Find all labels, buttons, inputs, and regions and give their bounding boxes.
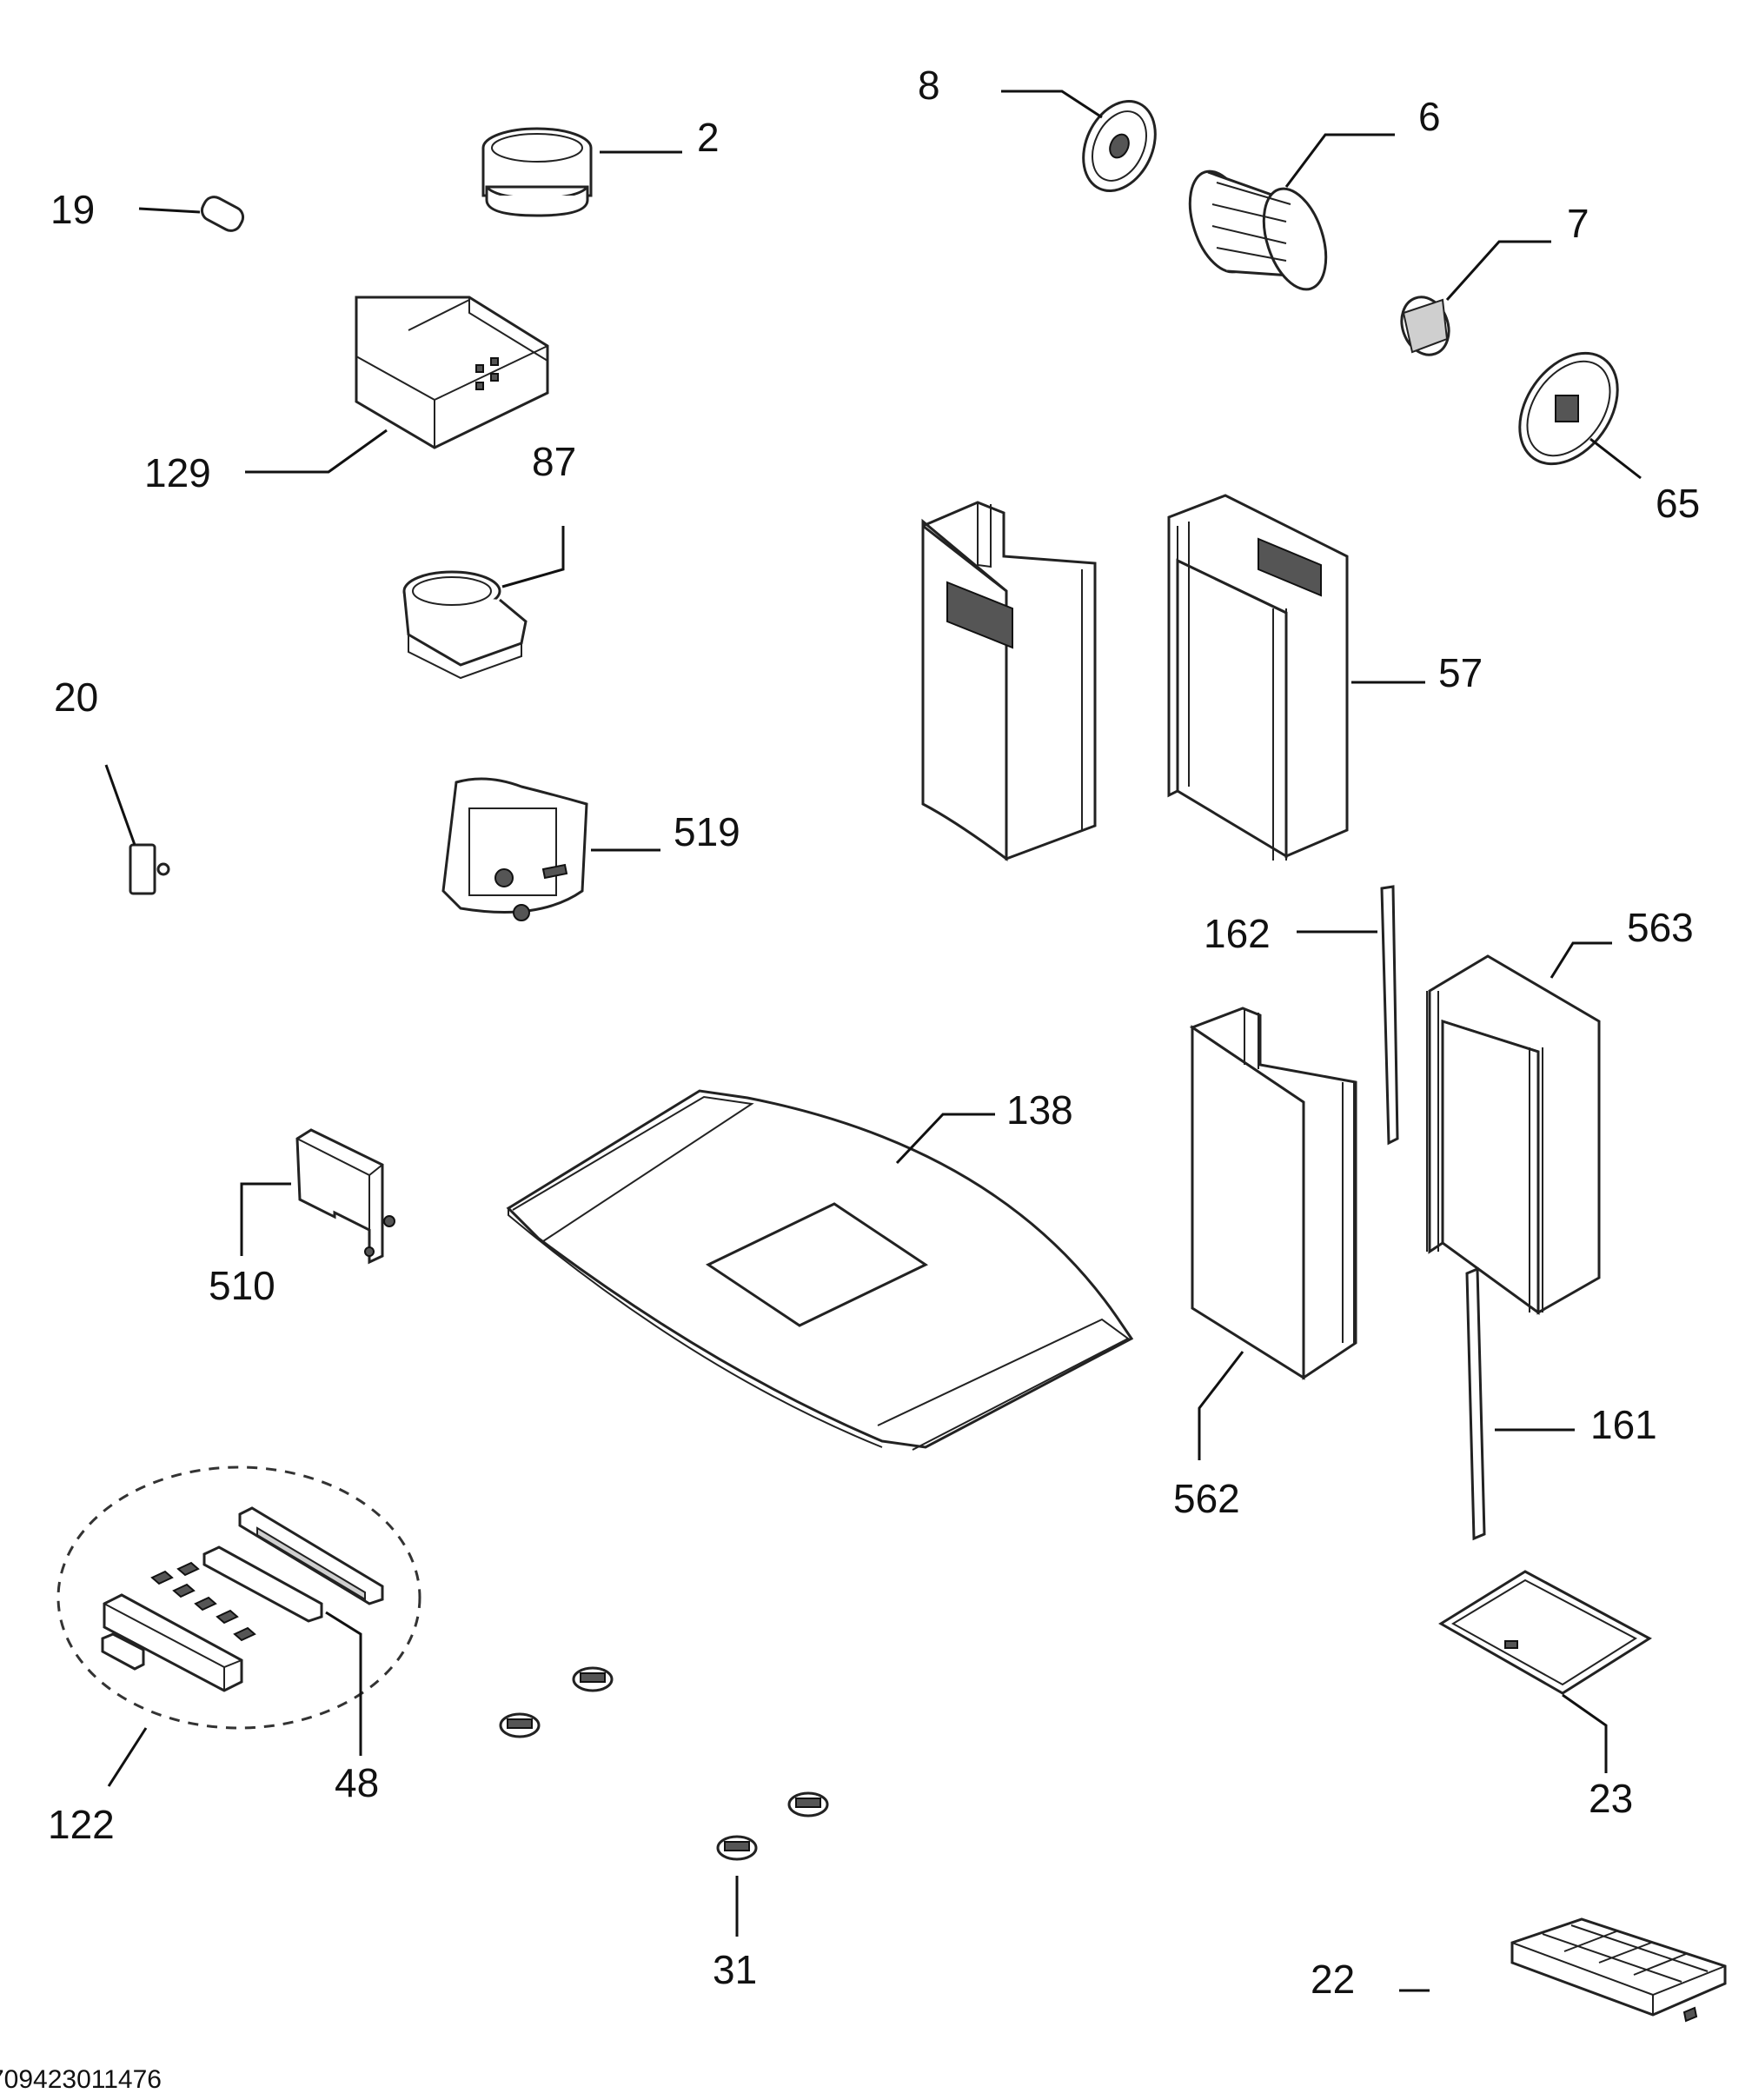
leader-8 <box>1001 90 1103 119</box>
label-7: 7 <box>1567 201 1589 246</box>
part-23-grease-filter <box>1438 1570 1652 1695</box>
part-57-chimney-rear <box>1167 494 1349 861</box>
label-563: 563 <box>1627 905 1694 950</box>
leader-23 <box>1562 1693 1608 1773</box>
label-31: 31 <box>713 1947 757 1992</box>
part-122-group-boundary <box>56 1465 421 1730</box>
label-510: 510 <box>209 1263 275 1308</box>
part-129-box <box>355 296 549 449</box>
part-2-duct-collar <box>481 127 593 217</box>
part-chimney-front <box>921 501 1097 861</box>
footer-code: 709423011476 <box>0 2065 162 2094</box>
part-31-knob-b <box>499 1712 541 1738</box>
part-161-strip <box>1465 1266 1486 1541</box>
leader-138 <box>895 1113 995 1165</box>
part-563-chimney-upper-rear <box>1426 954 1601 1315</box>
part-162-strip <box>1380 885 1399 1146</box>
part-8-fan-plate <box>1082 99 1157 193</box>
leader-65 <box>1589 437 1642 480</box>
leader-563 <box>1550 941 1612 979</box>
leader-7 <box>1445 240 1551 302</box>
label-2: 2 <box>697 115 720 160</box>
part-122-control-panel <box>101 1561 256 1692</box>
leader-510 <box>240 1182 291 1256</box>
label-23: 23 <box>1589 1776 1633 1821</box>
leader-122 <box>107 1727 148 1787</box>
label-6: 6 <box>1418 94 1441 139</box>
part-138-canopy <box>506 1089 1134 1451</box>
label-162: 162 <box>1204 911 1271 956</box>
label-519: 519 <box>674 809 740 854</box>
leader-6 <box>1284 133 1395 188</box>
leader-19 <box>138 207 201 214</box>
label-138: 138 <box>1006 1087 1073 1133</box>
part-7-motor <box>1400 296 1450 356</box>
label-129: 129 <box>144 450 211 495</box>
label-57: 57 <box>1438 650 1483 695</box>
part-510-control-box <box>295 1128 395 1265</box>
leader-48 <box>325 1611 362 1756</box>
chimney-rear-vent <box>1258 537 1322 597</box>
leader-20 <box>104 764 136 846</box>
part-19-roller <box>200 196 245 232</box>
label-65: 65 <box>1656 481 1700 526</box>
label-20: 20 <box>54 675 98 720</box>
label-161: 161 <box>1590 1402 1657 1447</box>
label-562: 562 <box>1173 1476 1240 1521</box>
leader-562 <box>1198 1351 1244 1460</box>
label-19: 19 <box>50 187 95 232</box>
part-48-pcb <box>202 1506 384 1623</box>
part-31-knob-d <box>716 1835 758 1861</box>
label-8: 8 <box>918 63 940 108</box>
part-519-bag <box>441 777 588 921</box>
label-22: 22 <box>1311 1957 1355 2002</box>
leader-87 <box>501 526 565 588</box>
label-87: 87 <box>532 439 576 484</box>
part-31-knob-c <box>787 1791 829 1818</box>
part-87-adaptor <box>402 570 528 680</box>
part-6-fan-wheel <box>1188 169 1328 291</box>
chimney-front-vent <box>946 581 1013 649</box>
part-65-rear-plate <box>1518 351 1619 466</box>
part-20-clip <box>129 843 170 895</box>
part-22-carbon-filter <box>1510 1917 1727 2023</box>
part-562-chimney-lower <box>1189 1007 1357 1380</box>
leader-129 <box>245 429 388 474</box>
label-122: 122 <box>48 1802 115 1847</box>
part-31-knob-a <box>572 1666 614 1692</box>
label-48: 48 <box>335 1760 379 1805</box>
